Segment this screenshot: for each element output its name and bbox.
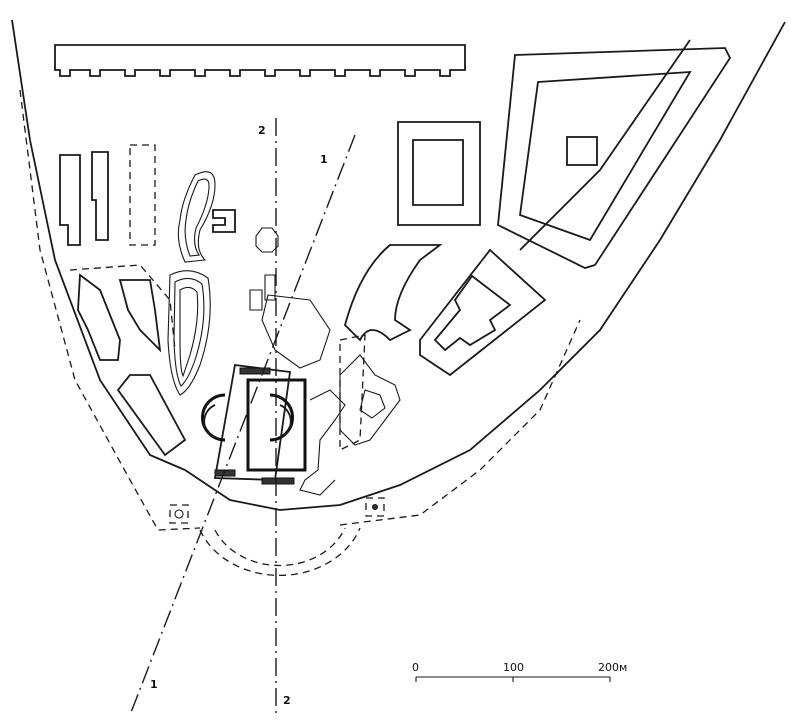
section-line-1: [129, 134, 356, 716]
dashed-boundary: [19, 89, 581, 577]
triangular-block: [497, 47, 732, 269]
scale-tick-100: 100: [503, 661, 524, 674]
monument-right: [365, 497, 385, 517]
monument-left: [169, 504, 189, 524]
left-buildings: [59, 144, 187, 457]
comb-building: [54, 44, 466, 77]
courtyard-block: [397, 121, 481, 226]
site-boundary: [11, 19, 786, 511]
section-1-top-label: 1: [320, 153, 328, 166]
section-2-bottom-label: 2: [283, 694, 291, 707]
scale-tick-0: 0: [412, 661, 419, 674]
pavilions: [169, 209, 385, 524]
scale-tick-200: 200: [598, 661, 619, 674]
section-2-top-label: 2: [258, 124, 266, 137]
scale-unit: м: [619, 661, 627, 674]
section-1-bottom-label: 1: [150, 678, 158, 691]
racetracks: [167, 171, 216, 396]
central-complex: [201, 294, 401, 496]
arc-buildings: [343, 244, 547, 377]
scale-bar: 0 100 200 м: [412, 661, 627, 682]
